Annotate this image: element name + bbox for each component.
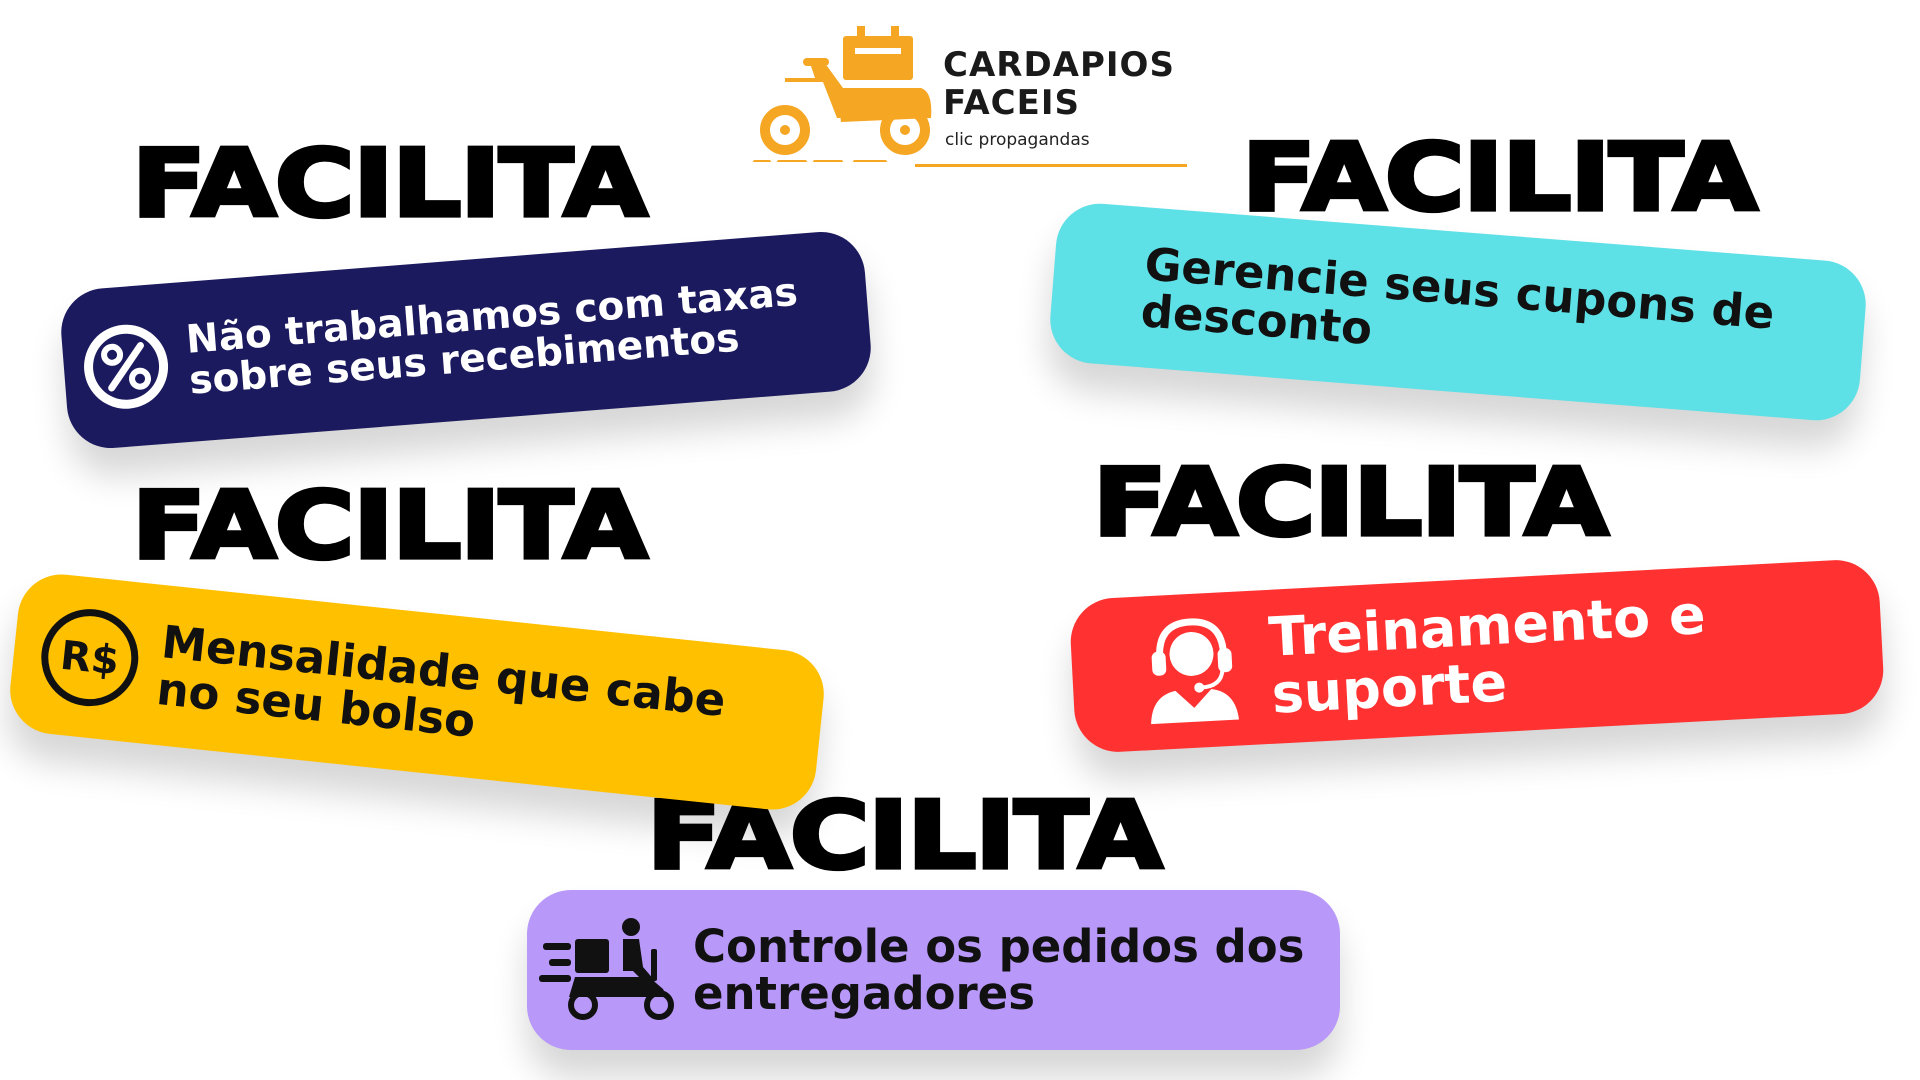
delivery-scooter-icon — [753, 26, 932, 162]
heading-facilita-2: FACILITA — [1239, 124, 1759, 232]
feature-card-delivery-control: Controle os pedidos dos entregadores — [527, 890, 1340, 1050]
brand-tagline: clic propagandas — [945, 130, 1090, 150]
brand-underline — [915, 164, 1187, 167]
feature-card-monthly-fee: R$ Mensalidade que cabe no seu bolso — [5, 570, 829, 814]
feature-text: Controle os pedidos dos entregadores — [679, 919, 1305, 1020]
feature-text: Treinamento e suporte — [1239, 583, 1710, 725]
heading-facilita-1: FACILITA — [129, 130, 649, 238]
heading-facilita-3: FACILITA — [129, 472, 649, 580]
brand-logo: CARDAPIOS FACEIS clic propagandas — [745, 22, 1195, 172]
support-agent-icon — [1140, 613, 1246, 728]
brand-name-line1: CARDAPIOS — [943, 45, 1175, 85]
feature-card-training-support: Treinamento e suporte — [1068, 557, 1886, 755]
delivery-rider-icon — [539, 915, 679, 1025]
feature-card-no-fees: Não trabalhamos com taxas sobre seus rec… — [57, 228, 875, 452]
feature-text-line2: entregadores — [693, 967, 1035, 1020]
brand-name: CARDAPIOS FACEIS — [943, 46, 1175, 122]
brand-name-line2: FACEIS — [943, 83, 1080, 123]
percent-icon — [74, 315, 177, 418]
feature-text: Gerencie seus cupons de desconto — [1050, 233, 1776, 384]
feature-text: Não trabalhamos com taxas sobre seus rec… — [171, 270, 803, 404]
heading-facilita-4: FACILITA — [1090, 449, 1610, 557]
feature-text: Mensalidade que cabe no seu bolso — [137, 615, 728, 771]
currency-real-icon: R$ — [33, 600, 147, 714]
feature-card-coupons: Gerencie seus cupons de desconto — [1046, 200, 1870, 424]
svg-text:R$: R$ — [58, 633, 121, 685]
feature-text-line1: Controle os pedidos dos — [693, 919, 1305, 973]
